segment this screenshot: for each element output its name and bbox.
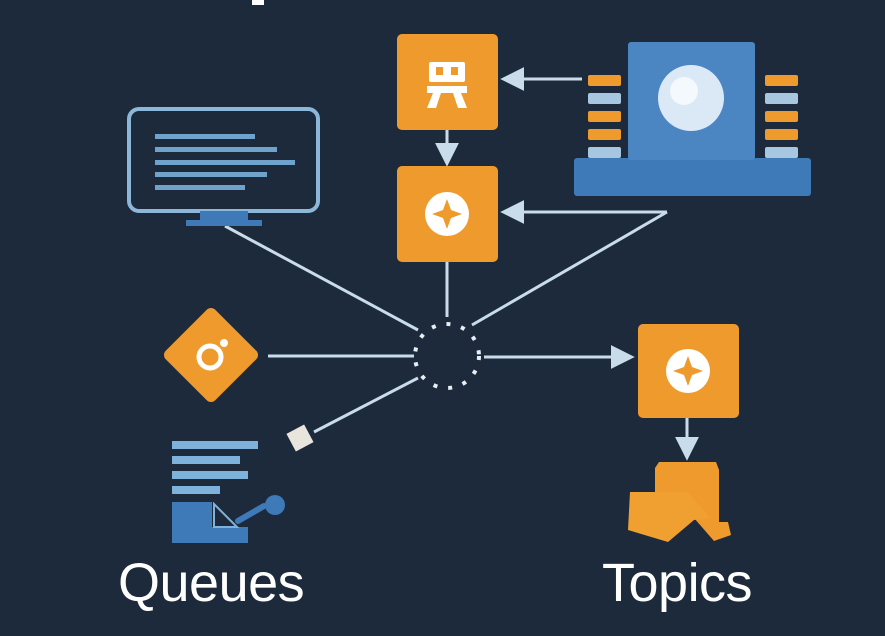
title-glyph-fragment <box>252 0 264 5</box>
line-server-to-hub <box>471 210 668 327</box>
database-server-icon <box>574 42 811 196</box>
plug-connector-icon <box>286 424 314 452</box>
line-plug-to-hub <box>313 376 419 434</box>
queues-label: Queues <box>118 553 305 613</box>
line-monitor-to-hub <box>224 224 419 332</box>
folder-icon <box>628 462 731 542</box>
topics-label: Topics <box>602 553 753 613</box>
monitor-icon <box>127 107 320 226</box>
queue-box-icon <box>397 34 498 130</box>
broker-box-icon <box>397 166 498 262</box>
topic-box-icon <box>638 324 739 418</box>
stack-lines-icon <box>172 441 285 543</box>
central-hub-icon <box>413 322 481 390</box>
connectors <box>224 67 699 461</box>
refresh-diamond-icon <box>163 307 259 403</box>
